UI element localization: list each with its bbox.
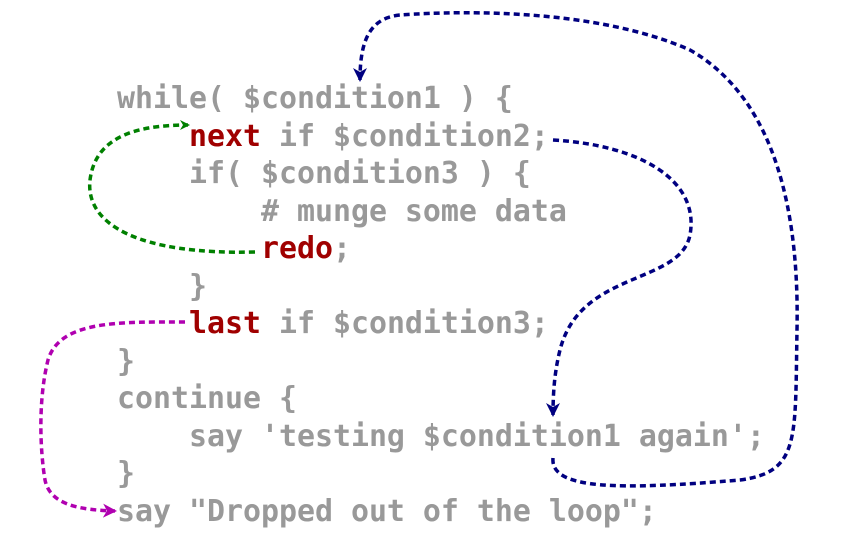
next-arrow [546,138,693,417]
code-line: next if $condition2; [117,118,765,156]
code-text: ; [332,231,351,266]
code-line: redo; [117,230,765,268]
code-text: say 'testing $condition1 again'; [117,418,765,454]
code-text: } [117,268,207,304]
last-arrow [39,320,186,518]
code-text: if $condition2; [260,118,549,154]
code-block: while( $condition1 ) { next if $conditio… [117,80,765,530]
code-text: say "Dropped out of the loop"; [117,493,657,529]
code-text: if $condition3; [260,306,549,341]
code-line: } [117,343,765,381]
code-line: say 'testing $condition1 again'; [117,418,765,456]
code-text: # munge some data [117,193,567,229]
code-text: } [117,456,135,491]
code-text: continue { [117,381,297,416]
code-line: } [117,455,765,493]
code-line: if( $condition3 ) { [117,155,765,193]
redo-arrow [88,120,256,254]
keyword-next: next [188,118,261,154]
code-line: } [117,268,765,306]
code-line: while( $condition1 ) { [117,80,765,118]
keyword-last: last [188,306,261,341]
code-line: # munge some data [117,193,765,231]
code-text: } [117,343,135,379]
code-text: while( $condition1 ) { [117,81,513,116]
continue-loop-arrow [353,10,799,488]
code-line: continue { [117,380,765,418]
code-text: if( $condition3 ) { [117,156,531,191]
code-line: last if $condition3; [117,305,765,343]
keyword-redo: redo [260,231,333,266]
code-line: say "Dropped out of the loop"; [117,493,765,531]
